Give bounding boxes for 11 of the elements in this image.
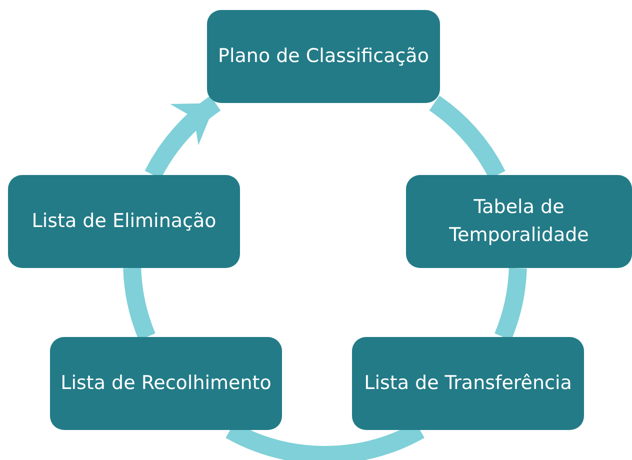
box-label: Tabela de Temporalidade	[448, 194, 590, 248]
process-box	[8, 175, 240, 268]
process-box	[50, 337, 282, 430]
box-label: Plano de Classificação	[218, 44, 429, 69]
process-box	[352, 337, 584, 430]
cycle-arc	[123, 267, 156, 340]
box-label: Lista de Recolhimento	[60, 370, 272, 396]
process-box	[207, 10, 440, 103]
process-box	[406, 175, 632, 268]
box-label: Lista de Eliminação	[32, 208, 216, 234]
box-label: Lista de Transferência	[364, 370, 572, 396]
